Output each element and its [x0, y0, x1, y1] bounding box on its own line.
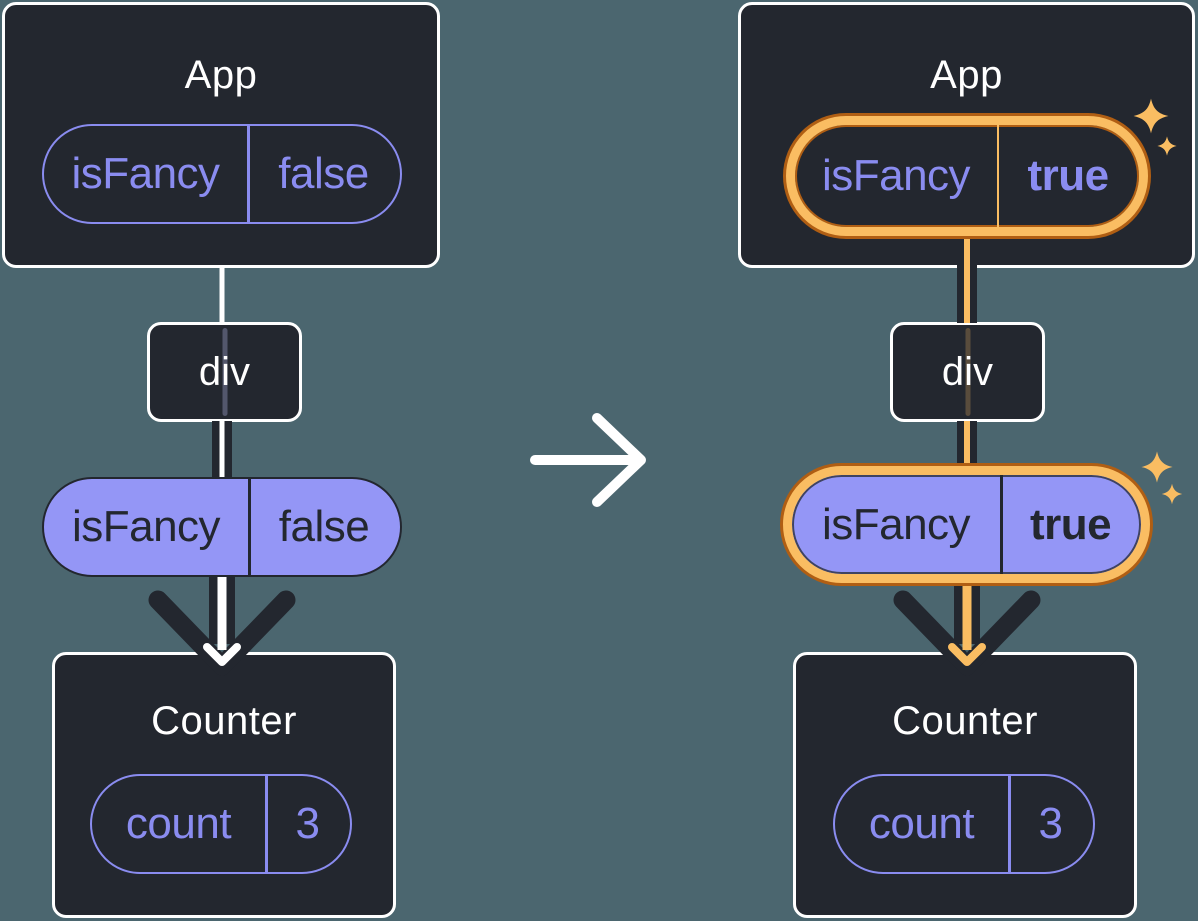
counter-card-left: Counter: [52, 652, 396, 918]
pill-divider: [1000, 475, 1003, 574]
div-node-left: div: [147, 322, 302, 422]
transition-arrow-icon: [530, 413, 646, 507]
state-value: false: [278, 149, 369, 198]
state-key: isFancy: [71, 149, 220, 198]
counter-title-right: Counter: [892, 699, 1038, 743]
connector-stripe: [222, 328, 227, 416]
pill-divider: [997, 125, 999, 227]
pill-divider: [247, 126, 250, 222]
right-connectors: [893, 232, 1041, 676]
state-key: count: [125, 799, 232, 848]
prop-value: true: [1029, 499, 1112, 549]
prop-value: false: [278, 502, 370, 551]
connector-stripe: [965, 328, 970, 416]
div-label-left: div: [198, 349, 251, 394]
sparkle-icon: [1161, 483, 1183, 505]
counter-title-left: Counter: [151, 699, 297, 743]
div-node-right: div: [890, 322, 1045, 422]
prop-key: isFancy: [71, 502, 221, 551]
pill-divider: [1008, 776, 1011, 872]
state-value: true: [1027, 151, 1109, 200]
counter-state-pill-right: count 3: [833, 774, 1095, 874]
state-key: count: [868, 799, 975, 848]
div-label-right: div: [941, 349, 994, 394]
state-value: 3: [1038, 799, 1063, 848]
state-value: 3: [295, 799, 320, 848]
app-state-pill-left: isFancy false: [42, 124, 402, 224]
prop-pill-left: isFancy false: [42, 477, 402, 577]
app-state-pill-right: isFancy true: [786, 116, 1148, 236]
app-title-right: App: [930, 53, 1003, 97]
pill-divider: [265, 776, 268, 872]
sparkle-icon: [1141, 451, 1173, 483]
prop-key: isFancy: [821, 499, 971, 549]
pill-divider: [248, 479, 251, 575]
prop-pill-right: isFancy true: [783, 466, 1150, 583]
app-title-left: App: [184, 53, 258, 97]
counter-state-pill-left: count 3: [90, 774, 352, 874]
state-key: isFancy: [821, 151, 971, 200]
